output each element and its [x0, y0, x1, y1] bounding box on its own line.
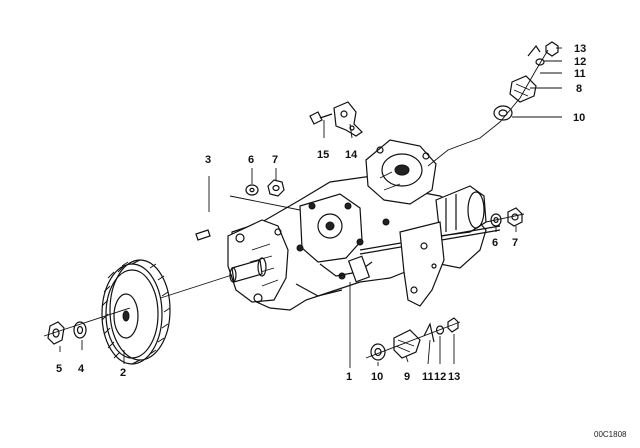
washer-4	[73, 321, 87, 339]
callout-12-lower: 12	[434, 371, 446, 383]
callout-10-upper: 10	[573, 112, 585, 124]
callout-1: 1	[346, 371, 352, 383]
nut-7-right	[507, 207, 523, 227]
callout-6-right: 6	[492, 237, 498, 249]
callout-12-upper: 12	[574, 56, 586, 68]
callout-9: 9	[404, 371, 410, 383]
bracket-14	[333, 101, 363, 137]
callout-7-upper: 7	[272, 154, 278, 166]
washer-6-upper	[245, 184, 259, 196]
nut-5	[47, 321, 65, 345]
woodruff-key	[195, 229, 211, 241]
leader-lines	[59, 47, 562, 368]
callout-5: 5	[56, 363, 62, 375]
callout-2: 2	[120, 367, 126, 379]
callout-13-lower: 13	[448, 371, 460, 383]
bolt-15	[309, 111, 333, 125]
callout-15: 15	[317, 149, 329, 161]
sensor-lower	[365, 317, 461, 361]
callout-8: 8	[576, 83, 582, 95]
callout-14: 14	[345, 149, 358, 161]
sensor-upper	[427, 41, 559, 167]
callout-6-upper: 6	[248, 154, 254, 166]
callout-11-lower: 11	[422, 371, 434, 383]
injection-pump-body	[227, 139, 501, 311]
callout-labels: 1 2 3 4 5 6 7 6 7 8 9 10 10 11 11 12 12 …	[56, 43, 586, 383]
nut-7-upper	[267, 179, 285, 197]
catalog-number: 00C1808	[594, 430, 627, 439]
callout-4: 4	[78, 363, 85, 375]
callout-13-upper: 13	[574, 43, 586, 55]
timing-gear	[101, 259, 171, 365]
callout-7-right: 7	[512, 237, 518, 249]
callout-3: 3	[205, 154, 211, 166]
callout-11-upper: 11	[574, 68, 586, 80]
callout-10-lower: 10	[371, 371, 383, 383]
